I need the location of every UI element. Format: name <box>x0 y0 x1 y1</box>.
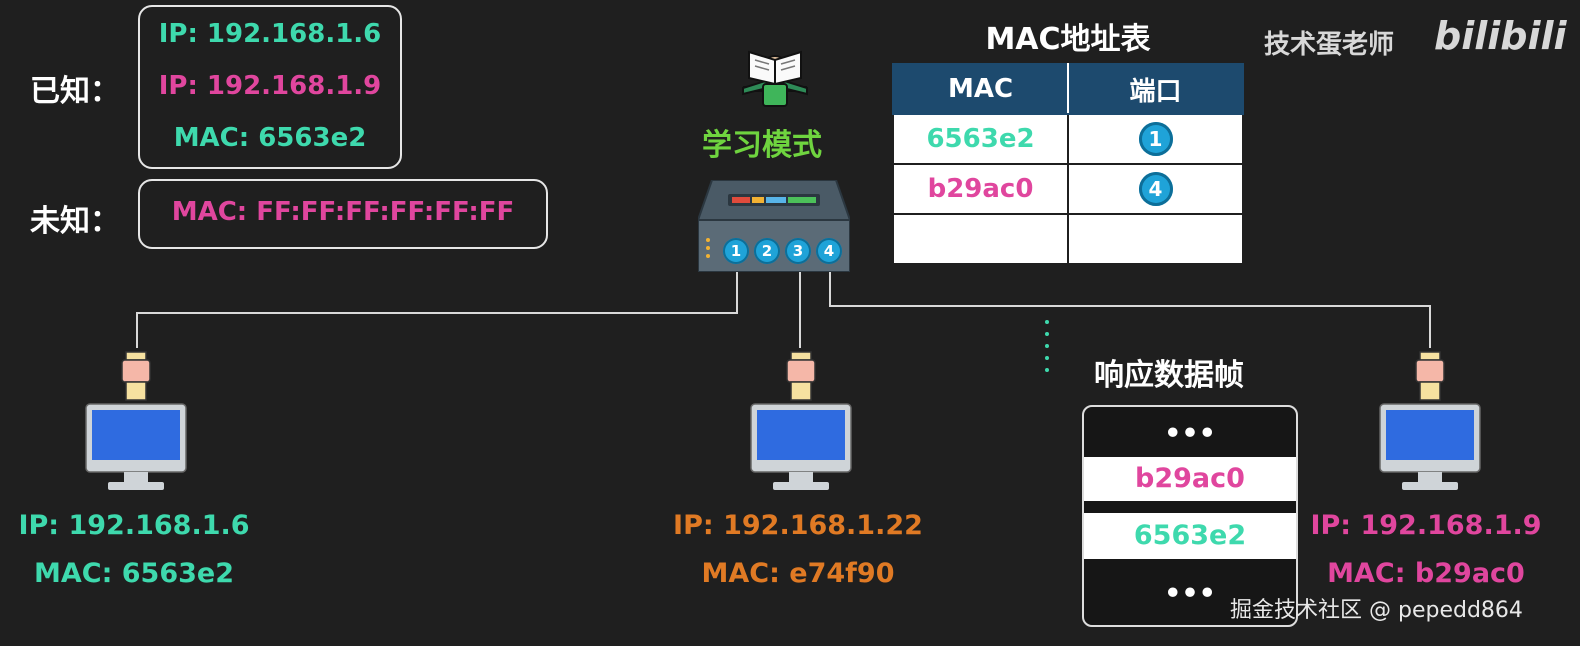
table-row: b29ac0 4 <box>892 163 1244 215</box>
reading-person-icon <box>742 50 808 107</box>
known-ip-2: IP: 192.168.1.9 <box>158 71 382 101</box>
frame-row-ellipsis-top: ••• <box>1164 418 1216 449</box>
computer-icon-1 <box>85 351 187 490</box>
known-ip-1: IP: 192.168.1.6 <box>158 19 382 49</box>
host-3-mac: MAC: b29ac0 <box>1327 558 1525 589</box>
mac-table-title: MAC地址表 <box>985 22 1151 57</box>
switch-port-4: 4 <box>816 238 842 264</box>
cable-port-1 <box>136 272 738 348</box>
host-2-mac: MAC: e74f90 <box>701 558 895 589</box>
credit-text: 掘金技术社区 @ pepedd864 <box>1230 598 1523 623</box>
host-2-ip: IP: 192.168.1.22 <box>673 510 923 541</box>
mac-table: MAC 端口 6563e2 1 b29ac0 4 <box>892 63 1244 265</box>
mac-table-cell-mac <box>892 213 1069 265</box>
known-box: IP: 192.168.1.6 IP: 192.168.1.9 MAC: 656… <box>138 5 402 169</box>
switch-port-3: 3 <box>785 238 811 264</box>
unknown-box: MAC: FF:FF:FF:FF:FF:FF <box>138 179 548 249</box>
network-switch: 1 2 3 4 <box>696 179 852 273</box>
port-badge: 1 <box>1138 122 1173 156</box>
known-mac: MAC: 6563e2 <box>173 123 367 153</box>
known-label: 已知： <box>30 74 120 109</box>
dotted-separator <box>1045 320 1049 372</box>
table-row <box>892 213 1244 265</box>
unknown-label: 未知： <box>30 204 120 239</box>
mac-table-cell-port: 1 <box>1067 113 1244 165</box>
frame-row-ellipsis-bottom: ••• <box>1164 578 1216 609</box>
cable-port-4 <box>829 272 1431 348</box>
mac-table-header-mac: MAC <box>892 63 1069 115</box>
watermark-platform: bilibili <box>1434 14 1567 58</box>
mac-table-cell-port <box>1067 213 1244 265</box>
host-1-ip: IP: 192.168.1.6 <box>18 510 250 541</box>
response-frame-title: 响应数据帧 <box>1094 358 1244 393</box>
unknown-mac: MAC: FF:FF:FF:FF:FF:FF <box>171 197 515 227</box>
table-row: 6563e2 1 <box>892 113 1244 165</box>
host-1-mac: MAC: 6563e2 <box>33 558 235 589</box>
mac-table-header-port: 端口 <box>1067 63 1244 115</box>
switch-port-2: 2 <box>754 238 780 264</box>
mac-table-cell-mac: 6563e2 <box>892 113 1069 165</box>
computer-icon-2 <box>750 351 852 490</box>
switch-port-1: 1 <box>723 238 749 264</box>
mac-table-cell-mac: b29ac0 <box>892 163 1069 215</box>
mode-label: 学习模式 <box>702 128 822 163</box>
frame-row-src-mac: b29ac0 <box>1084 457 1296 501</box>
watermark-author: 技术蛋老师 <box>1264 30 1395 60</box>
port-badge: 4 <box>1138 172 1173 206</box>
host-3-ip: IP: 192.168.1.9 <box>1310 510 1542 541</box>
computer-icon-3 <box>1379 351 1481 490</box>
mac-table-cell-port: 4 <box>1067 163 1244 215</box>
frame-row-dst-mac: 6563e2 <box>1084 513 1296 559</box>
response-frame: ••• b29ac0 6563e2 ••• <box>1082 405 1298 627</box>
